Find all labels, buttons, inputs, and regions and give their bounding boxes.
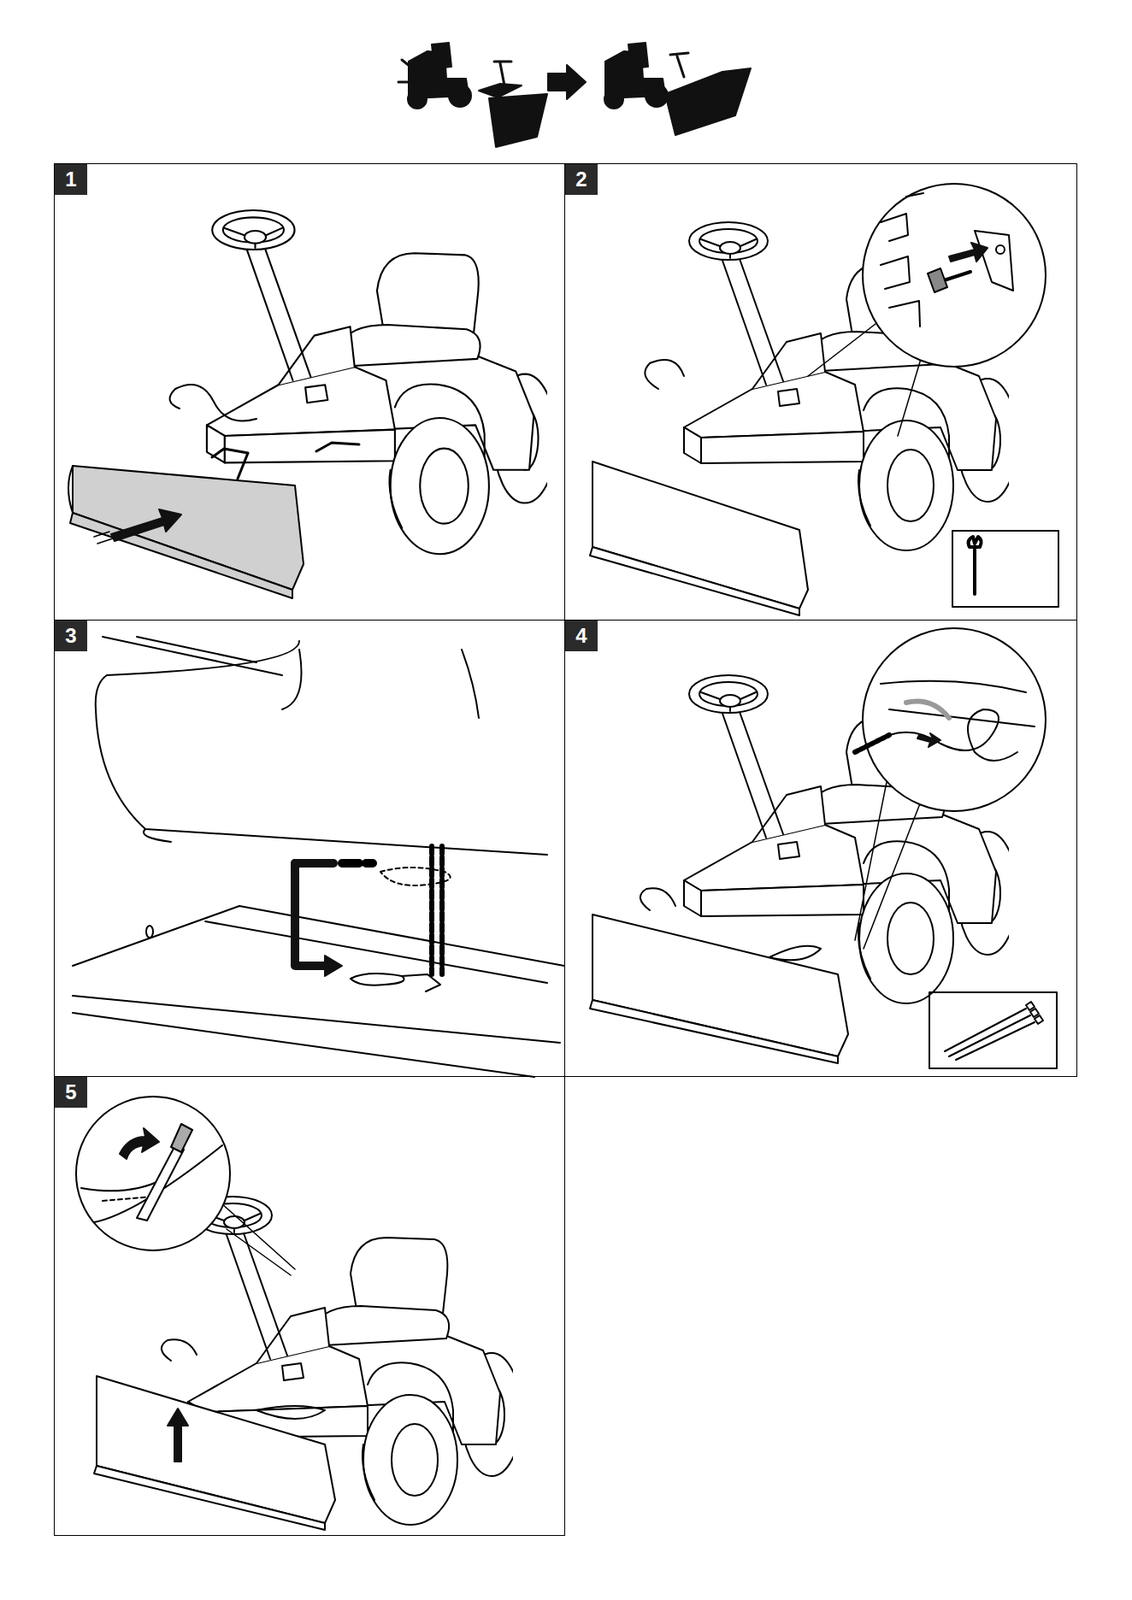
snow-plow-blade	[589, 914, 849, 1064]
snow-plow-blade	[589, 461, 808, 616]
detail-inset	[76, 1096, 230, 1251]
detail-inset	[862, 183, 1046, 367]
step-number: 4	[565, 620, 598, 652]
step-number: 5	[54, 1077, 88, 1109]
detail-inset	[862, 628, 1046, 812]
step-number: 1	[54, 164, 88, 195]
step-number: 2	[565, 164, 598, 195]
step-panel: 4	[564, 619, 1078, 1078]
step-panel: 3	[53, 619, 566, 1078]
snow-plow-blade	[68, 465, 304, 599]
overview-icon	[398, 42, 751, 148]
step-panel: 2	[564, 163, 1078, 621]
hood-closeup	[72, 636, 565, 1078]
snow-plow-blade	[94, 1376, 336, 1531]
step-number: 3	[54, 620, 88, 652]
tool-box	[929, 992, 1057, 1069]
step-panel: 1	[53, 163, 566, 621]
tool-box	[952, 530, 1059, 608]
step-panel: 5	[53, 1076, 566, 1537]
